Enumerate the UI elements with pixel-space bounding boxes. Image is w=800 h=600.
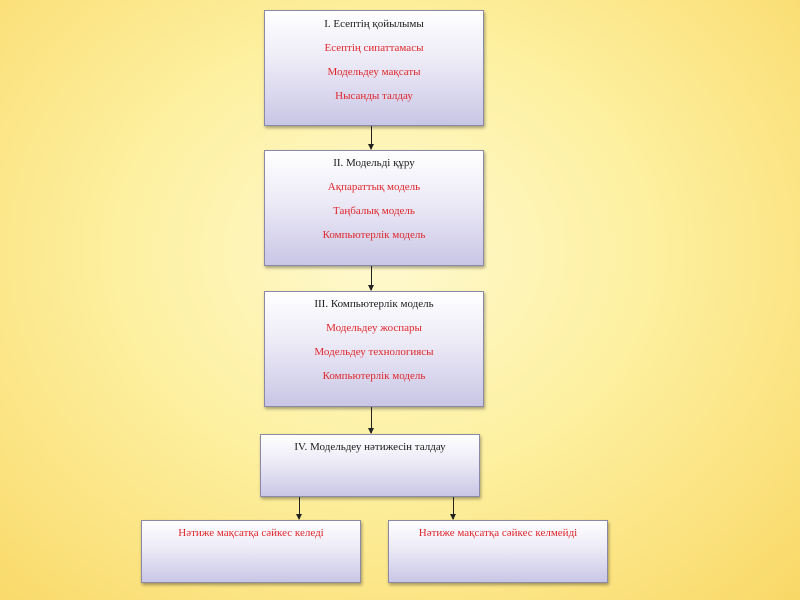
step-1-box: I. Есептің қойылымы Есептің сипаттамасы … <box>264 10 484 126</box>
arrow-2-3 <box>368 266 374 291</box>
step-1-item-1: Есептің сипаттамасы <box>324 42 424 54</box>
step-1-title: I. Есептің қойылымы <box>324 18 424 30</box>
step-3-item-1: Модельдеу жоспары <box>326 322 422 334</box>
arrow-3-4 <box>368 407 374 434</box>
step-4-title: IV. Модельдеу нәтижесін талдау <box>294 441 446 453</box>
step-3-item-2: Модельдеу технологиясы <box>314 346 434 358</box>
step-2-item-2: Таңбалық модель <box>333 205 415 217</box>
step-2-box: II. Модельді құру Ақпараттық модель Таңб… <box>264 150 484 266</box>
step-3-box: III. Компьютерлік модель Модельдеу жоспа… <box>264 291 484 407</box>
step-1-item-3: Нысанды талдау <box>335 90 413 102</box>
step-2-title: II. Модельді құру <box>333 157 415 169</box>
outcome-left-box: Нәтиже мақсатқа сәйкес келеді <box>141 520 361 583</box>
arrow-4-right <box>450 497 456 520</box>
arrow-1-2 <box>368 126 374 150</box>
step-3-title: III. Компьютерлік модель <box>314 298 434 310</box>
arrow-4-left <box>296 497 302 520</box>
step-4-box: IV. Модельдеу нәтижесін талдау <box>260 434 480 497</box>
step-2-item-3: Компьютерлік модель <box>322 229 426 241</box>
outcome-left-label: Нәтиже мақсатқа сәйкес келеді <box>178 527 324 539</box>
step-2-item-1: Ақпараттық модель <box>327 181 421 193</box>
step-1-item-2: Модельдеу мақсаты <box>327 66 421 78</box>
step-3-item-3: Компьютерлік модель <box>322 370 426 382</box>
outcome-right-label: Нәтиже мақсатқа сәйкес келмейді <box>418 527 578 539</box>
outcome-right-box: Нәтиже мақсатқа сәйкес келмейді <box>388 520 608 583</box>
